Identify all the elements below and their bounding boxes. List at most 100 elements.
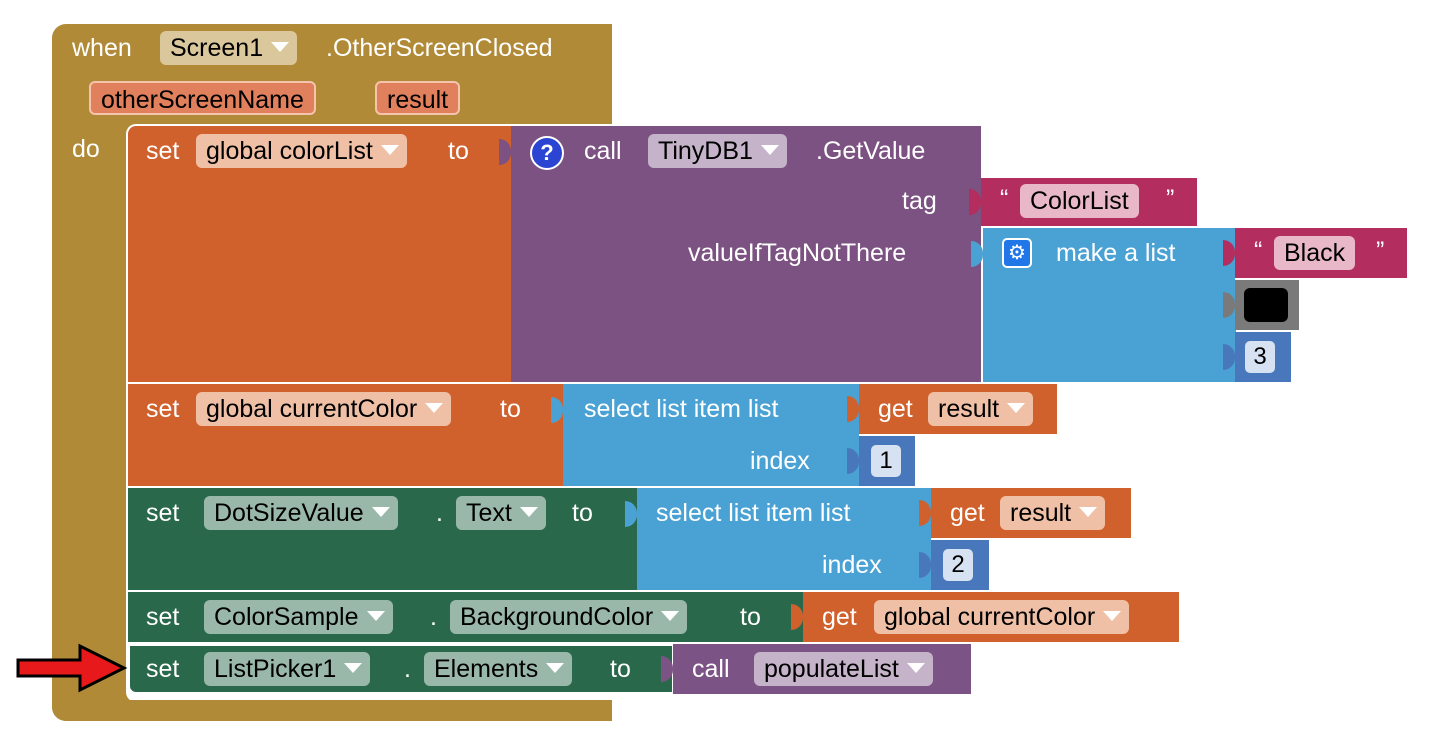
quote-open: “ bbox=[1254, 237, 1263, 265]
get-variable-label: global currentColor bbox=[884, 603, 1096, 631]
chevron-down-icon bbox=[1007, 403, 1026, 414]
component-label: ColorSample bbox=[214, 603, 359, 631]
chevron-down-icon bbox=[546, 663, 565, 674]
chevron-down-icon bbox=[366, 611, 385, 622]
set-label: set bbox=[146, 137, 180, 165]
set-label: set bbox=[146, 499, 180, 527]
set-global-colorlist-block[interactable] bbox=[128, 126, 514, 382]
input-notch bbox=[1223, 240, 1235, 266]
tinydb-getvalue-block[interactable] bbox=[511, 126, 981, 382]
quote-close: ” bbox=[1376, 237, 1385, 265]
select-list-item-block-2[interactable] bbox=[637, 488, 931, 590]
property-label: BackgroundColor bbox=[460, 603, 654, 631]
select-list-item-block-1[interactable] bbox=[563, 384, 859, 486]
get-variable-dropdown[interactable]: result bbox=[1000, 496, 1106, 530]
chevron-down-icon bbox=[1079, 507, 1098, 518]
text-value-black[interactable]: Black bbox=[1274, 236, 1356, 270]
variable-label: global colorList bbox=[206, 137, 373, 165]
select-list-item-label: select list item list bbox=[656, 499, 851, 527]
to-label: to bbox=[610, 655, 631, 683]
input-notch bbox=[791, 604, 803, 630]
number-value[interactable]: 3 bbox=[1245, 341, 1275, 373]
chevron-down-icon bbox=[380, 145, 399, 156]
get-label: get bbox=[950, 499, 985, 527]
set-label: set bbox=[146, 655, 180, 683]
event-bottom-bar bbox=[52, 700, 612, 721]
to-label: to bbox=[448, 137, 469, 165]
text-value-colorlist[interactable]: ColorList bbox=[1020, 184, 1139, 218]
component-label: ListPicker1 bbox=[214, 655, 337, 683]
component-dropdown-listpicker1[interactable]: ListPicker1 bbox=[204, 652, 371, 686]
chevron-down-icon bbox=[371, 507, 390, 518]
make-a-list-input-slot bbox=[1230, 280, 1236, 382]
input-notch bbox=[551, 397, 563, 423]
quote-close: ” bbox=[1166, 185, 1175, 213]
tinydb-component-dropdown[interactable]: TinyDB1 bbox=[648, 134, 787, 168]
dot-separator: . bbox=[436, 499, 443, 527]
chevron-down-icon bbox=[425, 403, 444, 414]
input-notch bbox=[919, 500, 931, 526]
input-notch bbox=[971, 241, 983, 267]
get-label: get bbox=[878, 395, 913, 423]
procedure-label: populateList bbox=[764, 655, 899, 683]
to-label: to bbox=[500, 395, 521, 423]
get-variable-dropdown[interactable]: global currentColor bbox=[874, 600, 1130, 634]
index-label: index bbox=[750, 447, 810, 475]
tinydb-component-label: TinyDB1 bbox=[658, 137, 753, 165]
input-notch bbox=[1223, 344, 1235, 370]
chevron-down-icon bbox=[661, 611, 680, 622]
param-other-screen-name[interactable]: otherScreenName bbox=[89, 81, 316, 115]
component-dropdown-colorsample[interactable]: ColorSample bbox=[204, 600, 393, 634]
input-notch bbox=[919, 552, 931, 578]
input-notch bbox=[499, 139, 511, 165]
component-label: DotSizeValue bbox=[214, 499, 364, 527]
property-dropdown-elements[interactable]: Elements bbox=[424, 652, 573, 686]
event-name: .OtherScreenClosed bbox=[326, 34, 553, 62]
component-dropdown-dotsizevalue[interactable]: DotSizeValue bbox=[204, 496, 398, 530]
to-label: to bbox=[572, 499, 593, 527]
procedure-dropdown-populatelist[interactable]: populateList bbox=[754, 652, 933, 686]
get-label: get bbox=[822, 603, 857, 631]
red-arrow-icon bbox=[16, 643, 128, 693]
chevron-down-icon bbox=[760, 145, 779, 156]
property-label: Elements bbox=[434, 655, 539, 683]
quote-open: “ bbox=[1000, 185, 1009, 213]
variable-dropdown-currentcolor[interactable]: global currentColor bbox=[196, 392, 452, 426]
chevron-down-icon bbox=[344, 663, 363, 674]
color-swatch-black[interactable] bbox=[1244, 288, 1288, 322]
chevron-down-icon bbox=[271, 42, 290, 53]
number-value[interactable]: 1 bbox=[871, 445, 901, 477]
tag-label: tag bbox=[902, 187, 937, 215]
chevron-down-icon bbox=[1103, 611, 1122, 622]
property-dropdown-text[interactable]: Text bbox=[456, 496, 546, 530]
input-notch bbox=[847, 396, 859, 422]
get-variable-label: result bbox=[938, 395, 1000, 423]
screen-component-dropdown[interactable]: Screen1 bbox=[160, 31, 298, 65]
to-label: to bbox=[740, 603, 761, 631]
index-label: index bbox=[822, 551, 882, 579]
get-variable-dropdown[interactable]: result bbox=[928, 392, 1034, 426]
number-value[interactable]: 2 bbox=[943, 549, 973, 581]
param-result[interactable]: result bbox=[375, 81, 461, 115]
gear-icon[interactable]: ⚙ bbox=[1002, 238, 1032, 268]
get-variable-label: result bbox=[1010, 499, 1072, 527]
call-label: call bbox=[692, 655, 730, 683]
chevron-down-icon bbox=[906, 663, 925, 674]
property-dropdown-backgroundcolor[interactable]: BackgroundColor bbox=[450, 600, 688, 634]
screen-component-label: Screen1 bbox=[170, 34, 264, 62]
help-question-icon[interactable]: ? bbox=[530, 136, 564, 170]
when-label: when bbox=[72, 34, 132, 62]
make-a-list-label: make a list bbox=[1056, 239, 1176, 267]
call-label: call bbox=[584, 137, 622, 165]
input-notch bbox=[625, 501, 637, 527]
variable-dropdown-colorlist[interactable]: global colorList bbox=[196, 134, 407, 168]
chevron-down-icon bbox=[519, 507, 538, 518]
do-label: do bbox=[72, 135, 100, 163]
property-label: Text bbox=[466, 499, 512, 527]
default-label: valueIfTagNotThere bbox=[688, 239, 907, 267]
set-label: set bbox=[146, 603, 180, 631]
method-name: .GetValue bbox=[816, 137, 926, 165]
input-notch bbox=[661, 656, 673, 682]
input-notch bbox=[969, 189, 981, 215]
set-label: set bbox=[146, 395, 180, 423]
